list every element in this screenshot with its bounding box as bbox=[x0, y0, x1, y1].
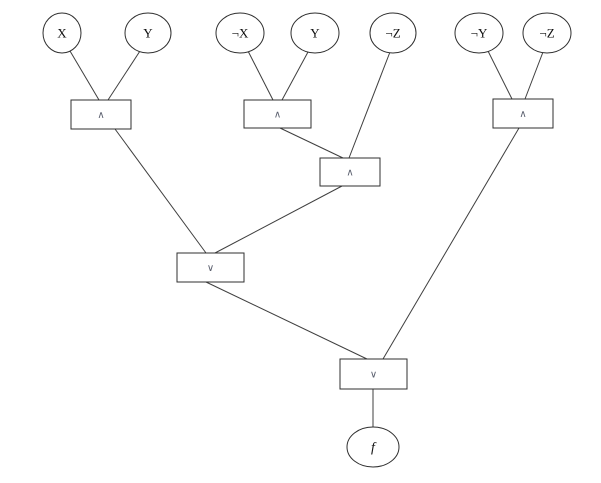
edge-input-not-z2-to-gate-and-4 bbox=[524, 51, 544, 100]
edge-input-x-to-gate-and-1 bbox=[69, 50, 100, 101]
node-gate-and-4-label: ∧ bbox=[519, 109, 526, 120]
node-input-y1-label: Y bbox=[143, 26, 153, 41]
edge-gate-and-1-to-gate-or-1 bbox=[114, 128, 207, 254]
edge-input-not-z1-to-gate-and-3 bbox=[348, 51, 391, 159]
edge-input-y2-to-gate-and-2 bbox=[281, 51, 309, 101]
node-input-not-z2-label: ¬Z bbox=[539, 26, 554, 41]
node-gate-or-1-shape bbox=[176, 252, 245, 283]
node-input-y2-shape bbox=[290, 12, 340, 54]
node-input-not-z1-shape bbox=[369, 12, 417, 54]
edge-input-y1-to-gate-and-1 bbox=[107, 50, 141, 101]
node-input-not-z2-shape bbox=[522, 12, 572, 54]
node-output-f-label: f bbox=[371, 441, 377, 456]
edge-input-not-y-to-gate-and-4 bbox=[487, 50, 513, 100]
node-gate-and-3-label: ∧ bbox=[346, 168, 353, 179]
node-gate-and-2-shape bbox=[243, 99, 312, 129]
edge-gate-and-2-to-gate-and-3 bbox=[279, 127, 344, 159]
node-input-y1-shape bbox=[124, 12, 172, 54]
node-gate-and-1-shape bbox=[70, 99, 132, 130]
node-input-not-z1-label: ¬Z bbox=[385, 26, 400, 41]
node-gate-or-2-label: ∨ bbox=[370, 370, 377, 381]
node-input-not-x-label: ¬X bbox=[232, 26, 249, 41]
node-input-not-x-shape bbox=[215, 12, 265, 54]
node-gate-and-1-label: ∧ bbox=[97, 110, 104, 121]
node-gate-and-4-shape bbox=[492, 98, 554, 129]
node-input-x-shape bbox=[42, 12, 82, 54]
node-input-not-y-label: ¬Y bbox=[471, 26, 488, 41]
node-input-y2-label: Y bbox=[310, 26, 320, 41]
node-input-x-label: X bbox=[57, 26, 67, 41]
node-input-not-y-shape bbox=[454, 12, 504, 54]
node-gate-or-1-label: ∨ bbox=[207, 263, 214, 274]
edge-gate-and-4-to-gate-or-2 bbox=[382, 127, 520, 360]
edge-gate-or-1-to-gate-or-2 bbox=[205, 281, 368, 360]
node-gate-and-3-shape bbox=[319, 157, 381, 187]
node-gate-and-2-label: ∧ bbox=[274, 110, 281, 121]
edge-input-not-x-to-gate-and-2 bbox=[247, 50, 274, 101]
node-output-f-shape bbox=[346, 426, 400, 468]
node-gate-or-2-shape bbox=[339, 358, 408, 390]
edge-gate-and-3-to-gate-or-1 bbox=[214, 185, 343, 254]
